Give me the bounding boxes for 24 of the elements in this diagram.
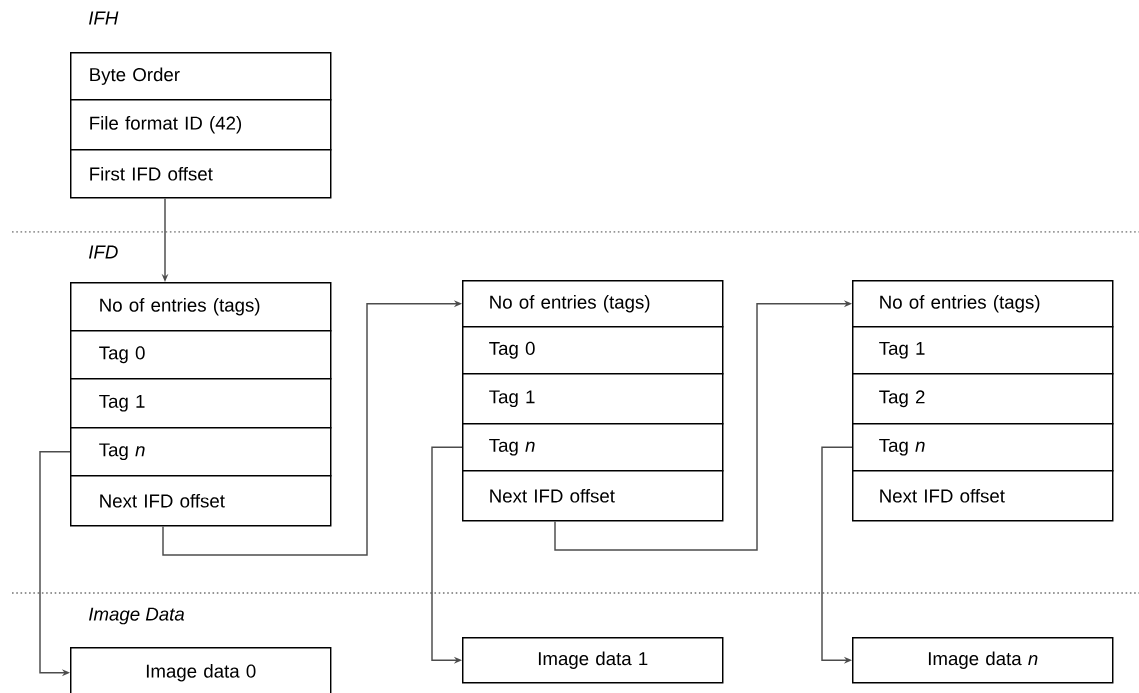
table-cell: No of entries (tags) bbox=[462, 280, 724, 328]
table-cell: First IFD offset bbox=[70, 149, 332, 199]
table-cell: Tag n bbox=[852, 423, 1114, 472]
table-cell: Next IFD offset bbox=[462, 470, 724, 522]
table-cell: No of entries (tags) bbox=[852, 280, 1114, 328]
section-label: IFH bbox=[89, 11, 119, 25]
table-cell: Byte Order bbox=[70, 52, 332, 101]
table-cell: No of entries (tags) bbox=[70, 282, 332, 332]
table-cell: Tag 1 bbox=[852, 326, 1114, 375]
table-cell: Next IFD offset bbox=[852, 470, 1114, 522]
table-cell: Tag 1 bbox=[70, 378, 332, 429]
table-cell: Image data 0 bbox=[70, 647, 332, 693]
table-cell: Tag n bbox=[462, 423, 724, 472]
section-label: IFD bbox=[89, 245, 118, 259]
table-cell: Tag 1 bbox=[462, 373, 724, 425]
table-cell: Tag 0 bbox=[70, 330, 332, 380]
section-label: Image Data bbox=[89, 607, 185, 625]
table-cell: Next IFD offset bbox=[70, 475, 332, 527]
table-cell: Tag 0 bbox=[462, 326, 724, 375]
table-cell: Image data n bbox=[852, 637, 1114, 684]
table-cell: Image data 1 bbox=[462, 637, 724, 684]
table-cell: Tag 2 bbox=[852, 373, 1114, 425]
table-cell: Tag n bbox=[70, 427, 332, 477]
table-cell: File format ID (42) bbox=[70, 99, 332, 151]
